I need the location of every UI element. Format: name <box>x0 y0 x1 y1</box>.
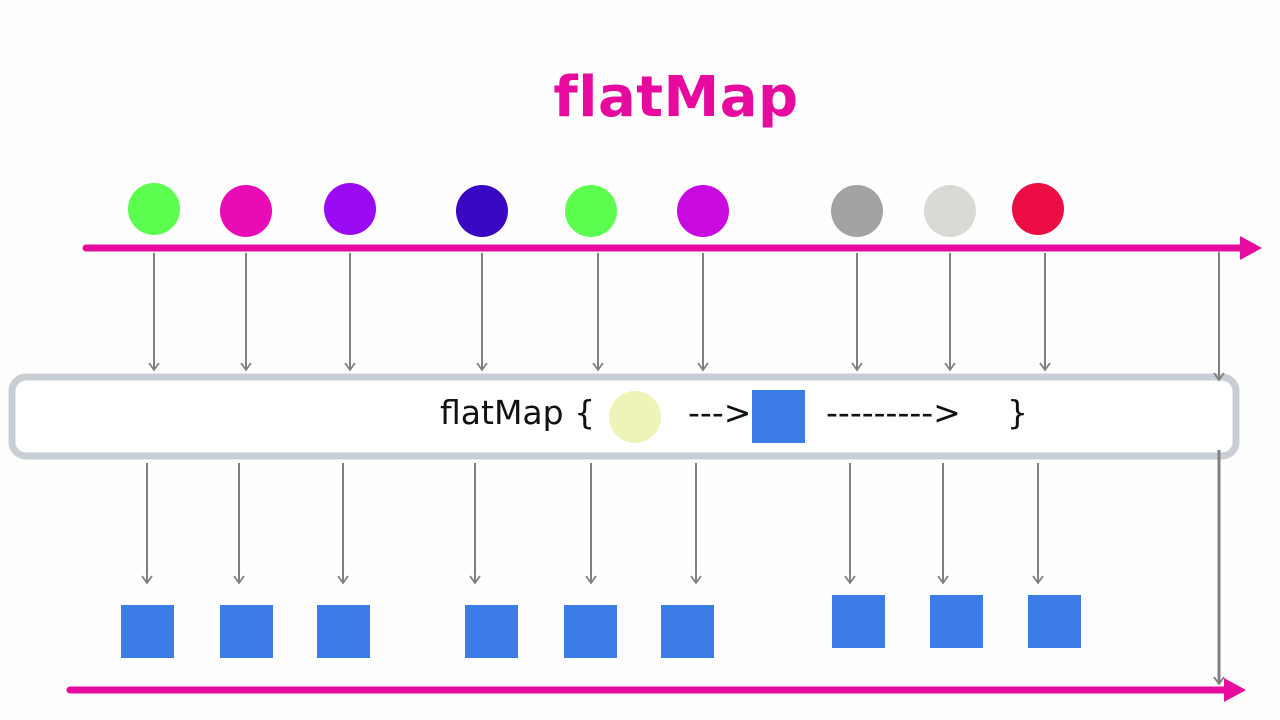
output-square-9 <box>1028 595 1081 648</box>
operator-arrow-long: ---------> <box>826 393 961 432</box>
input-marble-1 <box>128 183 180 235</box>
output-square-7 <box>832 595 885 648</box>
output-timeline-arrowhead <box>1224 678 1246 702</box>
operator-label: flatMap { <box>440 393 595 432</box>
input-timeline-arrowhead <box>1240 236 1262 260</box>
output-square-6 <box>661 605 714 658</box>
operator-close-brace: } <box>1007 393 1028 432</box>
operator-box: flatMap { ---> ---------> } <box>8 373 1240 460</box>
input-timeline <box>82 236 1262 260</box>
output-square-8 <box>930 595 983 648</box>
output-square-5 <box>564 605 617 658</box>
output-square-4 <box>465 605 518 658</box>
output-square-2 <box>220 605 273 658</box>
input-marble-5 <box>565 185 617 237</box>
input-marble-2 <box>220 185 272 237</box>
diagram-title: flatMap <box>553 65 799 130</box>
operator-arrow-short: ---> <box>688 393 751 432</box>
input-marble-3 <box>324 183 376 235</box>
output-timeline <box>66 678 1246 702</box>
operator-output-sample-square <box>752 390 805 443</box>
input-marbles <box>128 183 1064 237</box>
input-marble-8 <box>924 185 976 237</box>
input-marble-7 <box>831 185 883 237</box>
output-square-3 <box>317 605 370 658</box>
output-square-1 <box>121 605 174 658</box>
input-marble-9 <box>1012 183 1064 235</box>
input-marble-6 <box>677 185 729 237</box>
operator-input-sample-marble <box>609 391 661 443</box>
input-to-operator-arrows <box>148 253 1051 372</box>
operator-to-output-arrows <box>141 463 1044 585</box>
input-marble-4 <box>456 185 508 237</box>
output-items <box>121 595 1081 658</box>
